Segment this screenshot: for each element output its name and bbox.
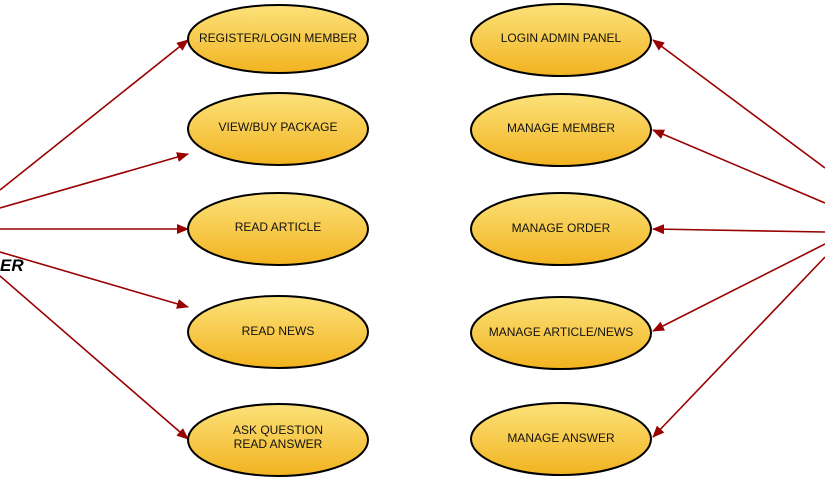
connector-manage-answer [652, 256, 825, 438]
use-case-label: READ ARTICLE [235, 220, 321, 234]
use-case-manage-order: MANAGE ORDER [470, 192, 652, 266]
use-case-label: MANAGE ANSWER [507, 431, 615, 445]
use-case-manage-answer: MANAGE ANSWER [470, 402, 652, 476]
use-case-label-line-1: ASK QUESTION [233, 423, 323, 437]
connector-view-buy-package [0, 152, 189, 209]
use-case-view-buy-package: VIEW/BUY PACKAGE [187, 92, 369, 166]
use-case-label: REGISTER/LOGIN MEMBER [199, 31, 357, 45]
use-case-label: VIEW/BUY PACKAGE [219, 120, 338, 134]
use-case-label: READ NEWS [242, 324, 315, 338]
use-case-login-admin-panel: LOGIN ADMIN PANEL [470, 3, 652, 77]
connector-manage-member [652, 129, 825, 204]
use-case-label: MANAGE ORDER [512, 221, 611, 235]
use-case-ask-question-read-answer: ASK QUESTION READ ANSWER [187, 403, 369, 477]
use-case-label-line-2: READ ANSWER [234, 437, 323, 451]
use-case-manage-article-news: MANAGE ARTICLE/NEWS [470, 296, 652, 370]
connector-read-news [0, 251, 189, 309]
connector-register-login-member [0, 39, 189, 191]
use-case-label: MANAGE ARTICLE/NEWS [489, 325, 633, 339]
connector-manage-order [652, 224, 825, 235]
use-case-label: MANAGE MEMBER [507, 121, 615, 135]
use-case-read-article: READ ARTICLE [187, 192, 369, 266]
use-case-manage-member: MANAGE MEMBER [470, 93, 652, 167]
use-case-register-login-member: REGISTER/LOGIN MEMBER [187, 4, 369, 74]
use-case-read-news: READ NEWS [187, 295, 369, 369]
use-case-label: LOGIN ADMIN PANEL [501, 31, 622, 45]
connectors [0, 39, 825, 440]
actor-label-left: ER [0, 256, 24, 275]
connector-ask-question-read-answer [0, 275, 189, 440]
connector-login-admin-panel [652, 39, 825, 169]
connector-manage-article-news [652, 243, 825, 332]
